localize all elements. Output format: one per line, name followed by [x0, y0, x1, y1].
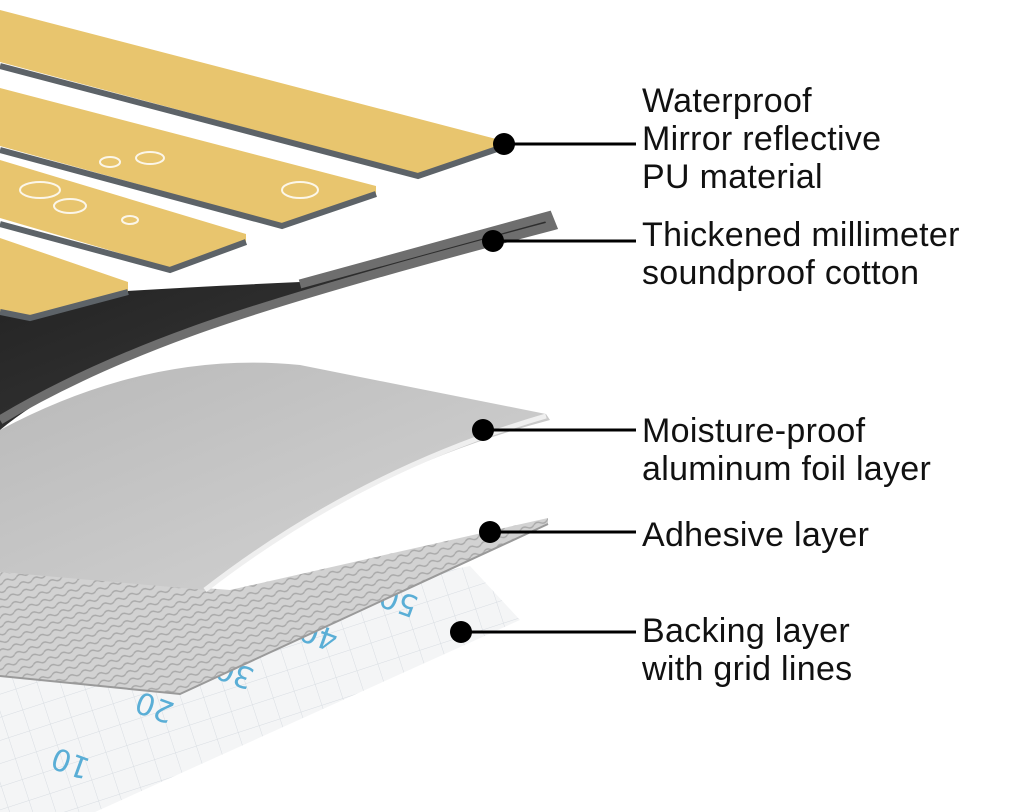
pu-strips: [0, 10, 501, 322]
label-line: Waterproof: [642, 82, 812, 120]
label-adhesive: Adhesive layer: [642, 516, 869, 554]
adhesive-layer: [0, 518, 549, 696]
leader-dot-pu: [493, 133, 515, 155]
label-line: with grid lines: [642, 650, 853, 688]
label-line: Moisture-proof: [642, 412, 866, 450]
leader-lines: [450, 133, 636, 643]
label-line: Adhesive layer: [642, 516, 870, 554]
pu-strip-3: [0, 160, 246, 268]
label-line: Backing layer: [642, 612, 850, 650]
leader-dot-foil: [472, 419, 494, 441]
label-line: Mirror reflective: [642, 120, 882, 158]
leader-dot-cotton: [482, 230, 504, 252]
foil-layer: [0, 362, 550, 592]
label-aluminum-foil: Moisture-proof aluminum foil layer: [642, 412, 931, 488]
label-line: PU material: [642, 158, 823, 196]
leader-dot-backing: [450, 621, 472, 643]
label-backing: Backing layer with grid lines: [642, 612, 852, 688]
label-line: soundproof cotton: [642, 254, 920, 292]
label-pu-material: Waterproof Mirror reflective PU material: [642, 82, 881, 196]
leader-dot-adhesive: [479, 521, 501, 543]
label-soundproof-cotton: Thickened millimeter soundproof cotton: [642, 216, 960, 292]
label-line: Thickened millimeter: [642, 216, 960, 254]
pu-strip-1: [0, 10, 500, 174]
label-line: aluminum foil layer: [642, 450, 932, 488]
water-droplets: [19, 151, 319, 225]
